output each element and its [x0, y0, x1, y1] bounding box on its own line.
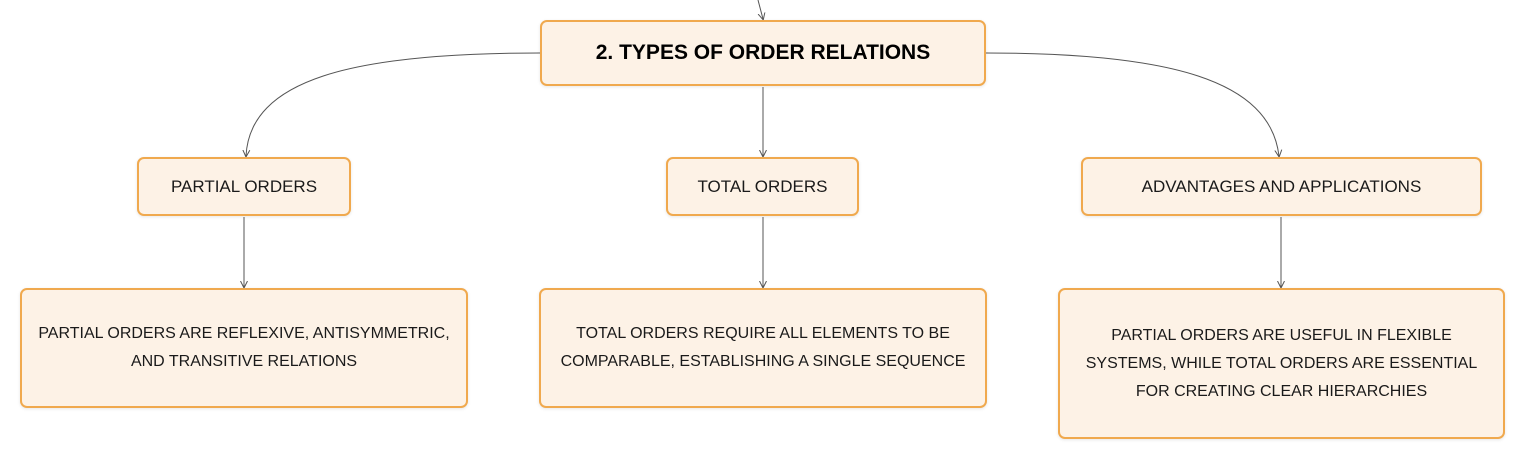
- root-node-label: 2. TYPES OF ORDER RELATIONS: [595, 41, 931, 64]
- branch-node-partial-orders[interactable]: PARTIAL ORDERS: [137, 157, 351, 216]
- connector-root-to-advantages: [985, 52, 1279, 156]
- branch-label-advantages-and-applications: ADVANTAGES AND APPLICATIONS: [1141, 176, 1422, 196]
- detail-text-partial-orders: PARTIAL ORDERS ARE REFLEXIVE, ANTISYMMET…: [38, 325, 450, 370]
- connector-incoming-root: [757, 0, 763, 19]
- detail-text-total-orders: TOTAL ORDERS REQUIRE ALL ELEMENTS TO BE …: [560, 325, 966, 370]
- detail-node-total-orders[interactable]: TOTAL ORDERS REQUIRE ALL ELEMENTS TO BE …: [539, 288, 987, 408]
- branch-node-advantages-and-applications[interactable]: ADVANTAGES AND APPLICATIONS: [1081, 157, 1482, 216]
- branch-label-total-orders: TOTAL ORDERS: [697, 176, 828, 196]
- root-node[interactable]: 2. TYPES OF ORDER RELATIONS: [540, 20, 986, 86]
- connector-root-to-partial-orders: [246, 52, 541, 156]
- branch-node-total-orders[interactable]: TOTAL ORDERS: [666, 157, 859, 216]
- branch-label-partial-orders: PARTIAL ORDERS: [170, 176, 318, 196]
- detail-node-partial-orders[interactable]: PARTIAL ORDERS ARE REFLEXIVE, ANTISYMMET…: [20, 288, 468, 408]
- detail-text-advantages-and-applications: PARTIAL ORDERS ARE USEFUL IN FLEXIBLE SY…: [1085, 326, 1478, 400]
- detail-node-advantages-and-applications[interactable]: PARTIAL ORDERS ARE USEFUL IN FLEXIBLE SY…: [1058, 288, 1505, 439]
